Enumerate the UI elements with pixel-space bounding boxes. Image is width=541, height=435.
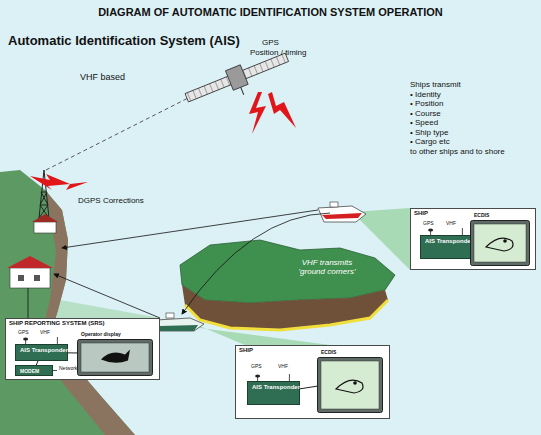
node-text: AIS Transponder — [425, 238, 473, 245]
monitor-screen — [321, 361, 379, 409]
ais-transponder: AIS Transponder — [420, 235, 473, 259]
vhf-antenna — [57, 337, 58, 344]
label-text: VHF based — [80, 72, 125, 82]
label-text: GPS — [262, 38, 279, 47]
island-beach — [185, 300, 388, 330]
ais-transponder: AIS Transponder — [15, 344, 68, 361]
shore-building — [7, 214, 58, 288]
label-text: • Speed — [410, 118, 438, 127]
label-text: Network — [59, 366, 77, 372]
signal-bolt — [268, 92, 296, 128]
gps-satellite — [183, 48, 294, 115]
node-text: ECDIS — [474, 212, 528, 218]
ais-transponder: AIS Transponder — [247, 381, 300, 405]
coast-land — [0, 170, 135, 435]
operator-display: Operator display — [77, 331, 153, 376]
srs-equipment-box: SHIP REPORTING SYSTEM (SRS) AIS Transpond… — [5, 318, 160, 380]
gps-antenna — [428, 229, 433, 232]
label-text: • Identity — [410, 90, 441, 99]
label-text: GPS — [18, 330, 29, 336]
ecdis-display: ECDIS — [470, 212, 530, 266]
node-text: AIS Transponder — [252, 384, 300, 391]
label-text: GPS — [423, 221, 434, 227]
node-text: ECDIS — [321, 349, 381, 355]
own-ship-symbol — [503, 239, 507, 243]
label-text: VHF — [278, 364, 288, 370]
monitor-screen — [474, 224, 526, 262]
ais-link — [54, 274, 160, 318]
node-text: SHIP — [239, 347, 253, 353]
ship — [156, 313, 204, 331]
node-text: MODEM — [20, 368, 39, 374]
signal-bolt — [30, 174, 88, 190]
label-text: VHF — [446, 221, 456, 227]
label-text: DGPS Corrections — [78, 196, 144, 205]
island-cliff — [182, 285, 388, 330]
box-outline — [6, 319, 160, 380]
network-wire — [53, 370, 57, 371]
own-ship-symbol — [353, 381, 357, 385]
vhf-antenna — [289, 374, 290, 381]
label-text: VHF — [40, 330, 50, 336]
gps-antenna — [23, 338, 28, 341]
node-text: SHIP — [414, 210, 428, 216]
label-text: Position / timing — [250, 48, 306, 57]
display-screen — [77, 339, 153, 376]
label-text: • Course — [410, 109, 441, 118]
display-screen — [317, 357, 383, 413]
monitor-frame — [78, 340, 153, 376]
node-text: AIS Transponder — [20, 347, 68, 354]
label-text: • Ship type — [410, 128, 448, 137]
label-text: Ships transmit — [410, 80, 461, 89]
ecdis-display: ECDIS — [317, 349, 383, 413]
diagram-title: DIAGRAM OF AUTOMATIC IDENTIFICATION SYST… — [0, 6, 541, 19]
target-symbol — [101, 350, 130, 363]
signal-bolt — [249, 92, 266, 134]
monitor-frame — [471, 221, 530, 266]
note-text: VHF transmits 'ground corners' — [288, 258, 366, 276]
modem-box: MODEM — [15, 365, 53, 376]
ais-link — [62, 210, 318, 248]
signal-wire — [68, 352, 77, 353]
ship-equipment-box: SHIP AIS Transponder ECDIS — [235, 345, 390, 419]
monitor-screen — [81, 343, 149, 372]
gps-antenna — [255, 375, 260, 378]
node-text: Operator display — [81, 331, 151, 337]
label-text: Automatic Identification System (AIS) — [8, 34, 240, 49]
chart-outline — [486, 238, 513, 251]
label-text: • Cargo etc — [410, 137, 450, 146]
box-outline — [236, 346, 390, 419]
shore-link — [28, 288, 29, 318]
node-text: SHIP REPORTING SYSTEM (SRS) — [9, 320, 105, 326]
vhf-antenna — [462, 228, 463, 235]
label-text: to other ships and to shore — [410, 147, 505, 156]
dgps-link — [46, 92, 200, 170]
label-text: • Position — [410, 99, 443, 108]
box-outline — [411, 209, 536, 270]
island-top — [180, 240, 395, 303]
monitor-frame — [318, 358, 383, 413]
ship — [318, 202, 366, 222]
ship-equipment-box: SHIP AIS Transponder ECDIS — [410, 208, 536, 270]
label-text: GPS — [251, 364, 262, 370]
signal-wire — [300, 386, 317, 389]
chart-outline — [336, 380, 363, 393]
display-screen — [470, 220, 530, 266]
